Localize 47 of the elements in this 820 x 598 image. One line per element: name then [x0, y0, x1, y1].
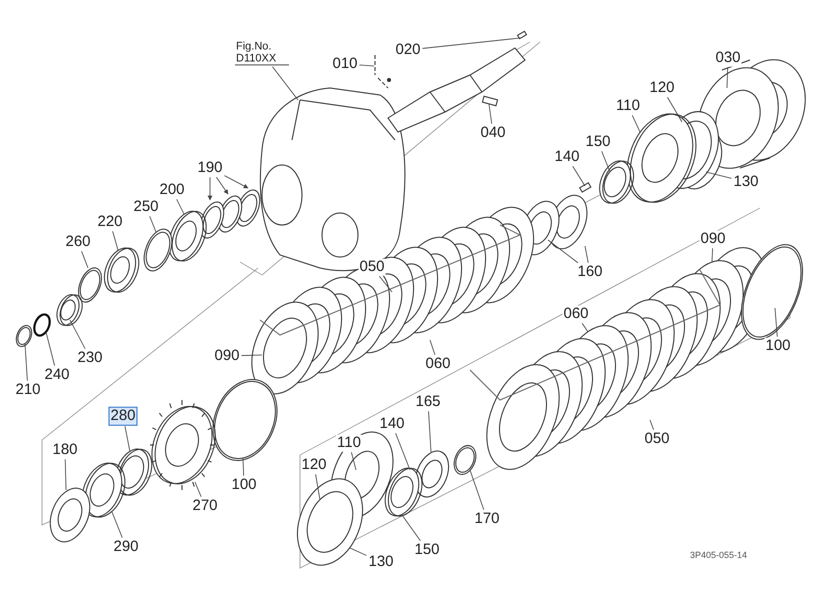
leader-line [70, 320, 86, 350]
leader-line [242, 458, 244, 476]
leader-line [395, 432, 410, 470]
leader-line [706, 172, 732, 179]
leader-line [422, 38, 520, 49]
drawing-number: 3P405-055-14 [690, 550, 748, 560]
leader-line [124, 426, 130, 452]
leader-line [24, 344, 28, 382]
leader-line [430, 340, 436, 356]
leader-line [488, 104, 492, 124]
leader-line [428, 410, 432, 452]
leader-line [601, 150, 610, 172]
leader-line [632, 114, 640, 132]
leader-line [351, 452, 356, 470]
leader-line [379, 276, 392, 292]
leader-line [112, 512, 123, 538]
leader-line [208, 176, 212, 200]
leader-line [726, 66, 728, 88]
leader-line [548, 240, 578, 264]
highlighted-callout-number: 280 [108, 406, 138, 426]
callout-number: 030 [714, 50, 742, 66]
leader-line [272, 66, 298, 100]
leader-line [46, 332, 56, 366]
leader-line [350, 548, 367, 556]
leader-line [402, 514, 421, 542]
leader-line [470, 470, 484, 510]
leader-line [774, 308, 778, 338]
leader-line [224, 175, 248, 188]
callout-number: 050 [358, 258, 386, 276]
leader-line [176, 198, 184, 214]
leader-line [584, 246, 589, 264]
leader-line [194, 482, 202, 498]
leader-line [315, 474, 320, 500]
leader-line [64, 458, 66, 490]
leader-line [149, 216, 156, 232]
leader-line [582, 322, 588, 332]
leader-line [650, 420, 654, 430]
callout-number: 110 [336, 434, 362, 452]
figure-reference: Fig.No. D110XX [235, 40, 289, 66]
leader-line [112, 230, 118, 250]
leader-line [572, 166, 586, 186]
leader-line [216, 176, 228, 194]
leader-line [667, 96, 682, 122]
leader-line [81, 250, 88, 268]
leader-line [359, 64, 374, 66]
leader-line [241, 354, 262, 356]
leader-line [712, 248, 713, 262]
